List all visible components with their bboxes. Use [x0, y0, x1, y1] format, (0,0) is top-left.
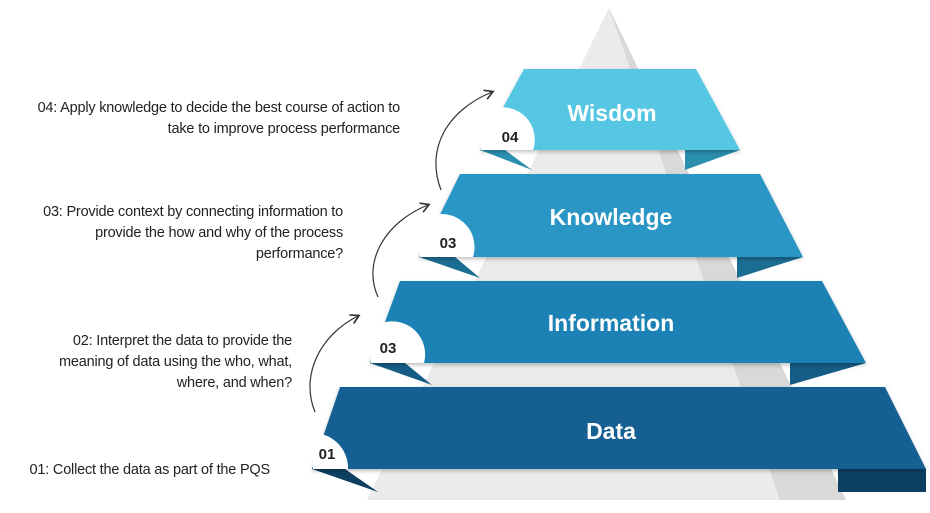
level-information-badge	[371, 321, 426, 363]
level-data-band	[312, 387, 926, 469]
description-information-line-3: where, and when?	[176, 375, 293, 391]
level-knowledge-band	[419, 174, 803, 257]
description-information-line-1: 02: Interpret the data to provide the	[72, 333, 292, 349]
level-data-label: Data	[586, 418, 636, 444]
level-knowledge-badge-number: 03	[440, 235, 457, 252]
level-wisdom-badge	[481, 107, 535, 150]
level-knowledge-left-fold	[419, 257, 480, 278]
level-wisdom: Wisdom 04	[480, 69, 740, 170]
level-information-left-fold	[370, 363, 432, 385]
level-information-label: Information	[548, 310, 675, 336]
arrow-knowledge-to-wisdom	[435, 89, 495, 191]
description-wisdom-line-2: take to improve process performance	[167, 121, 401, 137]
level-data-badge	[313, 432, 349, 469]
arrow-information-to-knowledge	[372, 202, 431, 298]
level-wisdom-badge-number: 04	[502, 129, 519, 146]
level-knowledge-label: Knowledge	[550, 204, 673, 230]
level-information-right-fold	[790, 363, 866, 385]
description-wisdom: 04: Apply knowledge to decide the best c…	[37, 98, 401, 140]
level-knowledge-badge	[420, 213, 475, 257]
level-data-badge-number: 01	[319, 446, 336, 463]
description-knowledge-line-2: provide the how and why of the process	[95, 225, 343, 241]
level-information-band	[370, 281, 866, 363]
level-data-left-fold	[312, 469, 378, 492]
description-wisdom-line-1: 04: Apply knowledge to decide the best c…	[37, 100, 401, 116]
description-data-line-1: 01: Collect the data as part of the PQS	[29, 462, 271, 478]
level-data-right-fold	[838, 469, 926, 492]
description-knowledge-line-3: performance?	[255, 246, 343, 262]
description-information: 02: Interpret the data to provide the me…	[59, 331, 292, 394]
description-knowledge-line-1: 03: Provide context by connecting inform…	[43, 204, 343, 220]
level-wisdom-label: Wisdom	[567, 100, 656, 126]
level-wisdom-left-fold	[480, 150, 532, 170]
level-information-badge-number: 03	[380, 340, 397, 357]
description-information-line-2: meaning of data using the who, what,	[58, 354, 292, 370]
level-knowledge-right-fold	[737, 257, 803, 278]
description-data: 01: Collect the data as part of the PQS	[29, 460, 271, 481]
level-data: Data 01	[312, 387, 926, 492]
level-wisdom-band	[480, 69, 740, 150]
level-information: Information 03	[370, 281, 866, 385]
description-knowledge: 03: Provide context by connecting inform…	[43, 202, 343, 265]
arrow-data-to-information	[309, 314, 361, 413]
level-wisdom-right-fold	[685, 150, 740, 170]
level-knowledge: Knowledge 03	[419, 174, 803, 278]
